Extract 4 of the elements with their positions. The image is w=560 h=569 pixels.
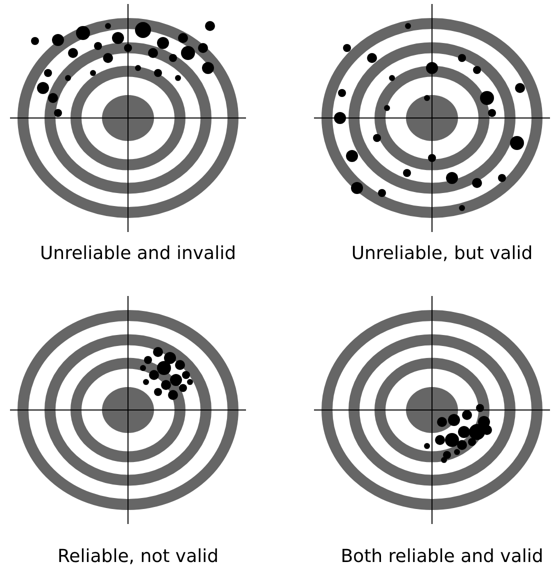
caption: Both reliable and valid: [340, 545, 544, 569]
caption: Reliable, not valid: [57, 545, 219, 569]
caption: Unreliable, but valid: [351, 242, 533, 266]
caption: Unreliable and invalid: [40, 242, 236, 266]
